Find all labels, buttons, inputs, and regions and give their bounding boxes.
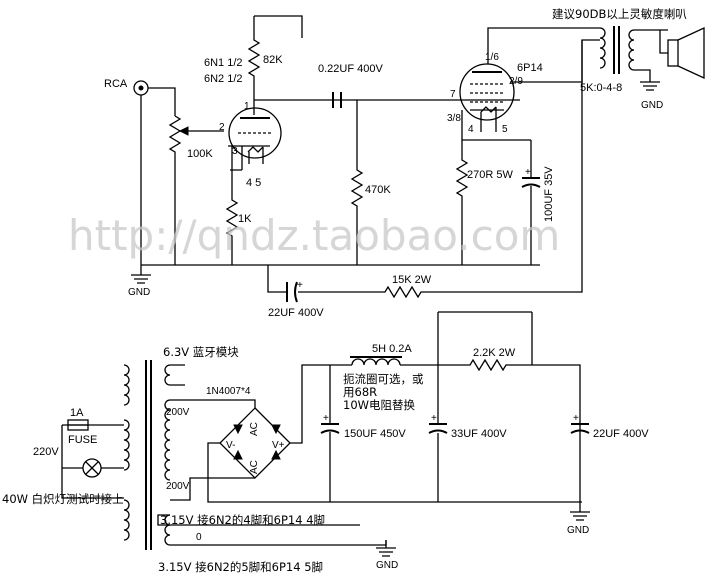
- heater2-label: 3.15V 接6N2的5脚和6P14 5脚: [158, 560, 323, 574]
- v200b-label: 200V: [166, 481, 190, 492]
- r82k-label: 82K: [263, 54, 283, 66]
- speaker-note: 建议90DB以上灵敏度喇叭: [552, 7, 687, 21]
- bypass-cap: [521, 140, 541, 265]
- choke: [350, 356, 402, 366]
- c150-label: 150UF 450V: [344, 428, 406, 440]
- ac2-label: AC: [249, 460, 260, 474]
- tube1-label-a: 6N1 1/2: [204, 57, 243, 69]
- gnd1-label: GND: [128, 287, 150, 298]
- lamp-label: 40W 白炽灯测试时接上: [2, 492, 124, 506]
- pin5b-label: 5: [502, 124, 508, 135]
- pin4b-label: 4: [468, 124, 474, 135]
- pin45-label: 4 5: [246, 177, 261, 189]
- pin1-label: 1: [244, 101, 250, 112]
- output-transformer: [599, 26, 668, 91]
- watermark: http://qndz.taobao.com: [68, 211, 560, 260]
- cap-22uf-upper: [286, 281, 298, 303]
- lamp-icon: [62, 458, 124, 478]
- triode-tube: [228, 107, 282, 171]
- fuse-a: 1A: [70, 407, 84, 419]
- ot-label: 5K:0-4-8: [580, 82, 622, 94]
- ac1-label: AC: [249, 422, 260, 436]
- pin2-label: 2: [219, 122, 225, 133]
- tube1-label-b: 6N2 1/2: [204, 73, 243, 85]
- fuse: [67, 419, 89, 431]
- rca-label: RCA: [104, 78, 128, 90]
- coupling-cap: [332, 92, 342, 108]
- c22b-label: 22UF 400V: [593, 428, 649, 440]
- v200a-label: 200V: [166, 407, 190, 418]
- vminus-label: V-: [226, 440, 235, 451]
- zero-label: 0: [196, 532, 202, 543]
- fuse-b: FUSE: [68, 434, 97, 446]
- r22k-label: 2.2K 2W: [473, 347, 516, 359]
- r1k-label: 1K: [238, 213, 252, 225]
- choke-label: 5H 0.2A: [372, 343, 412, 355]
- c150-plus: +: [323, 413, 329, 424]
- heater1-label: 3.15V 接6N2的4脚和6P14 4脚: [160, 513, 325, 527]
- vplus-label: V+: [272, 440, 285, 451]
- cap-150uf: [320, 365, 340, 502]
- diodes-label: 1N4007*4: [206, 386, 251, 397]
- c33-plus: +: [431, 413, 437, 424]
- cap022-label: 0.22UF 400V: [318, 63, 383, 75]
- c22a-label: 22UF 400V: [268, 307, 324, 319]
- pin38-label: 3/8: [447, 113, 461, 124]
- ground-symbol-4: [570, 502, 590, 521]
- c100-label: 100UF 35V: [543, 166, 555, 222]
- bt-label: 6.3V 蓝牙模块: [163, 345, 239, 359]
- c22b-plus: +: [573, 413, 579, 424]
- mains-label: 220V: [33, 446, 59, 458]
- ground-symbol-1: [131, 265, 151, 284]
- pot-label: 100K: [187, 148, 213, 160]
- gnd3-label: GND: [376, 560, 398, 571]
- pin3-label: 3: [232, 146, 238, 157]
- rca-jack: [133, 80, 149, 96]
- choke-note2: 用68R: [343, 385, 377, 399]
- cap-33uf: [428, 423, 448, 434]
- gnd2-label: GND: [641, 100, 663, 111]
- speaker-icon: [659, 26, 705, 80]
- power-transformer: [123, 360, 185, 550]
- cap-22uf-lower: [570, 423, 590, 434]
- pin16-label: 1/6: [485, 52, 499, 63]
- c22a-plus: +: [297, 280, 303, 291]
- ground-symbol-3: [376, 540, 396, 557]
- choke-note3: 10W电阻替换: [343, 398, 416, 412]
- c100-plus: +: [525, 167, 531, 178]
- pin7-label: 7: [450, 89, 456, 100]
- r470k-label: 470K: [365, 184, 391, 196]
- pentode-tube: [459, 63, 515, 132]
- c33-label: 33UF 400V: [451, 428, 507, 440]
- choke-note1: 扼流圈可选，或: [343, 372, 424, 386]
- r15k-label: 15K 2W: [392, 274, 432, 286]
- r270-label: 270R 5W: [467, 169, 513, 181]
- potentiometer-100k: [168, 115, 224, 265]
- gnd4-label: GND: [567, 525, 589, 536]
- tube2-label: 6P14: [517, 62, 543, 74]
